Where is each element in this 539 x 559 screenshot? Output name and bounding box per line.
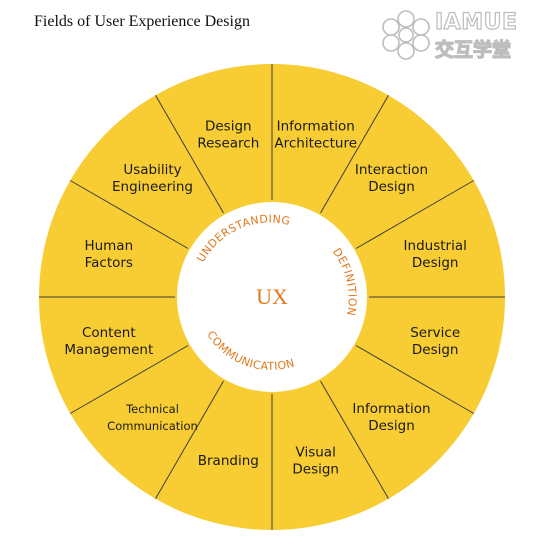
segment-label: Branding bbox=[198, 453, 259, 469]
segment-divider bbox=[355, 180, 475, 249]
logo-name-cn: 交互学堂 bbox=[434, 38, 512, 61]
segment-label-line: Architecture bbox=[274, 135, 357, 151]
segment-label-line: Technical bbox=[125, 402, 179, 416]
segment-label-line: Factors bbox=[85, 255, 133, 271]
segment-label-line: Design bbox=[205, 118, 252, 134]
logo-name-en: IAMUE bbox=[434, 9, 518, 35]
segment-divider bbox=[355, 345, 475, 414]
segment-label-line: Human bbox=[84, 238, 133, 254]
segment-divider bbox=[320, 94, 389, 214]
segment-label-line: Branding bbox=[198, 453, 259, 469]
segment-label-line: Management bbox=[64, 342, 153, 358]
flower-logo-icon bbox=[382, 10, 430, 60]
segment-label-line: Design bbox=[412, 342, 459, 358]
segment-label-line: Industrial bbox=[404, 238, 467, 254]
segment-label-line: Interaction bbox=[355, 162, 428, 178]
center-circle bbox=[177, 202, 367, 392]
segment-divider bbox=[155, 380, 224, 500]
center-ux-label: UX bbox=[256, 284, 288, 309]
segment-divider bbox=[69, 345, 189, 414]
segment-divider bbox=[69, 180, 189, 249]
segment-label-line: Communication bbox=[107, 419, 198, 433]
segment-label-line: Research bbox=[197, 135, 259, 151]
segment-label-line: Content bbox=[82, 325, 136, 341]
segment-divider bbox=[320, 380, 389, 500]
segment-label-line: Information bbox=[277, 118, 355, 134]
segment-label-line: Design bbox=[368, 179, 415, 195]
segment-label-line: Design bbox=[368, 418, 415, 434]
segment-label-line: Visual bbox=[296, 445, 336, 461]
segment-label-line: Engineering bbox=[112, 179, 193, 195]
segment-divider bbox=[155, 94, 224, 214]
segment-label-line: Service bbox=[410, 325, 460, 341]
page-title: Fields of User Experience Design bbox=[34, 13, 250, 30]
segment-label-line: Usability bbox=[123, 162, 181, 178]
segment-label-line: Design bbox=[292, 462, 339, 478]
segment-label-line: Design bbox=[412, 255, 459, 271]
brand-logo: IAMUE 交互学堂 bbox=[378, 8, 528, 62]
segment-label-line: Information bbox=[352, 401, 430, 417]
